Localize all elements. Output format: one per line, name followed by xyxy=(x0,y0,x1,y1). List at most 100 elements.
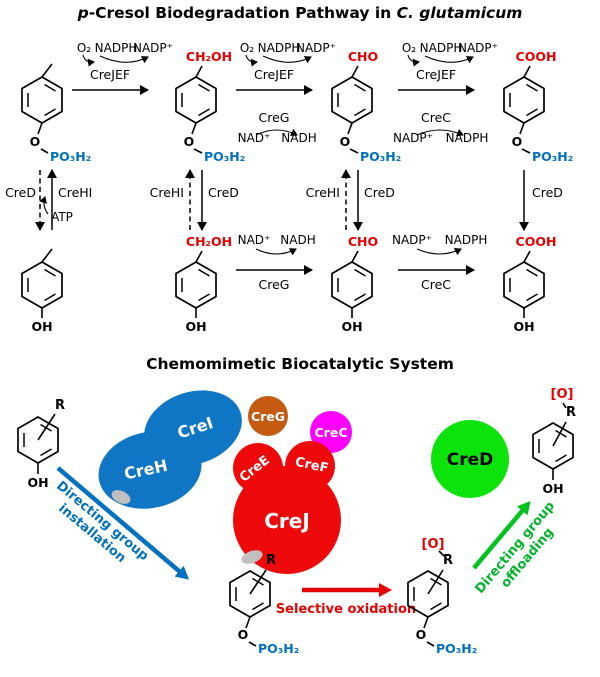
oh-label: OH xyxy=(27,475,48,490)
molecule-p-cresol: OH xyxy=(21,248,63,334)
enzyme-label-crejef: CreJEF xyxy=(254,67,294,82)
o2-label: O₂ xyxy=(402,41,416,55)
o2-arc xyxy=(82,54,95,67)
oxo-label: [O] xyxy=(551,387,574,402)
phosphate-label: PO₃H₂ xyxy=(204,149,245,164)
bond xyxy=(438,550,445,557)
cofactor-arc xyxy=(99,55,149,64)
circle-creg: CreG xyxy=(248,396,288,436)
enzyme-label-cred: CreD xyxy=(532,185,563,200)
pathway-title-rest: -Cresol Biodegradation Pathway in xyxy=(89,4,397,22)
pathway-title-species: C. glutamicum xyxy=(397,4,523,22)
molecule-aldehyde-phosphate: CHO O PO₃H₂ xyxy=(331,49,401,164)
bond xyxy=(426,641,435,647)
cofactor-arc xyxy=(424,55,474,64)
bond xyxy=(347,122,353,135)
enzyme-label-cred: CreD xyxy=(208,185,239,200)
bond xyxy=(521,148,531,154)
enzyme-label-crehi: CreHI xyxy=(58,185,92,200)
enzyme-label-crec: CreC xyxy=(421,110,451,125)
molecule-acid-phosphate: COOH O PO₃H₂ xyxy=(503,49,573,164)
r-bond xyxy=(249,569,267,595)
r-bond xyxy=(427,569,444,595)
molecule-phenol-r: R OH xyxy=(17,398,65,490)
reaction-crejef-1: O₂ NADPH NADP⁺ CreJEF xyxy=(72,41,173,95)
oh-label: OH xyxy=(185,319,206,334)
phosphate-label: PO₃H₂ xyxy=(532,149,573,164)
oxygen-label: O xyxy=(340,134,351,149)
cooh-label: COOH xyxy=(516,234,557,249)
bond xyxy=(562,402,567,409)
crej-blob xyxy=(233,466,341,574)
cofactor-arc xyxy=(255,128,298,136)
cofactor-site xyxy=(241,550,263,564)
oxygen-label: O xyxy=(238,627,249,642)
pathway-title-p: p xyxy=(77,4,89,22)
nadph-label: NADPH xyxy=(95,41,138,55)
enzyme-label-creg: CreG xyxy=(251,409,285,424)
bond xyxy=(245,616,251,629)
bond xyxy=(423,616,429,629)
pathway-section: p-Cresol Biodegradation Pathway in C. gl… xyxy=(5,4,573,334)
oxygen-label: O xyxy=(184,134,195,149)
enzyme-label-crehi: CreHI xyxy=(306,185,340,200)
enzyme-label-cred: CreD xyxy=(447,450,494,470)
enzyme-label-cred: CreD xyxy=(5,185,36,200)
bond xyxy=(523,250,531,263)
atp-arc xyxy=(39,196,49,215)
r-label: R xyxy=(443,553,453,568)
cho-label: CHO xyxy=(348,234,378,249)
o2-arc xyxy=(245,54,258,67)
phosphate-label: PO₃H₂ xyxy=(436,641,477,656)
molecule-cresyl-phosphate: O PO₃H₂ xyxy=(21,63,91,164)
nad-plus-label: NAD⁺ xyxy=(238,131,271,145)
o2-label: O₂ xyxy=(77,41,91,55)
bond xyxy=(191,122,197,135)
nad-plus-label: NAD⁺ xyxy=(238,233,271,247)
oxygen-label: O xyxy=(416,627,427,642)
molecule-hydroxybenzaldehyde: CHO OH xyxy=(331,234,378,334)
cofactor-arc xyxy=(416,247,462,256)
interconversion-col3: CreHI CreD xyxy=(306,169,395,231)
cho-label: CHO xyxy=(348,49,378,64)
oh-label: OH xyxy=(31,319,52,334)
reaction-creg-bottom: NAD⁺ NADH CreG xyxy=(236,233,316,292)
interconversion-col1: CreD CreHI ATP xyxy=(5,169,92,231)
bond xyxy=(351,65,359,78)
creh-blob xyxy=(98,431,202,509)
enzyme-label-crehi: CreHI xyxy=(150,185,184,200)
bond xyxy=(248,641,257,647)
bond xyxy=(195,250,203,263)
oxidation-label: Selective oxidation xyxy=(276,602,416,617)
r-label: R xyxy=(55,398,65,413)
molecule-oxidized-r-phenol: R [O] OH xyxy=(532,387,576,496)
interconversion-col2: CreHI CreD xyxy=(150,169,239,231)
enzyme-label-crec: CreC xyxy=(421,277,451,292)
bond xyxy=(519,122,525,135)
enzyme-label-crejef: CreJEF xyxy=(416,67,456,82)
oh-label: OH xyxy=(341,319,362,334)
nadh-label: NADH xyxy=(281,131,316,145)
installation-arrow xyxy=(56,466,190,580)
phosphate-label: PO₃H₂ xyxy=(50,149,91,164)
reaction-crejef-3: O₂ NADPH NADP⁺ CreJEF CreC NADP⁺ NADPH xyxy=(393,41,498,145)
molecule-hydroxybenzoic-acid: COOH OH xyxy=(503,234,557,334)
blob-crej: CreE CreF CreJ xyxy=(233,441,341,574)
nadp-plus-label: NADP⁺ xyxy=(458,41,498,55)
nadh-label: NADH xyxy=(280,233,315,247)
r-bond xyxy=(552,421,567,447)
molecule-phenol-r-phosphate: R O PO₃H₂ xyxy=(229,553,299,656)
oxygen-label: O xyxy=(512,134,523,149)
cofactor-arc xyxy=(416,128,464,137)
circle-cred: CreD xyxy=(431,420,509,498)
methyl-bond xyxy=(41,63,53,78)
bond xyxy=(349,148,359,154)
reaction-crec-bottom: NADP⁺ NADPH CreC xyxy=(392,233,487,292)
system-title: Chemomimetic Biocatalytic System xyxy=(146,355,454,373)
blob-crei-creh: CreI CreH xyxy=(98,390,242,509)
cooh-label: COOH xyxy=(516,49,557,64)
r-label: R xyxy=(266,553,276,568)
ch2oh-label: CH₂OH xyxy=(186,49,232,64)
